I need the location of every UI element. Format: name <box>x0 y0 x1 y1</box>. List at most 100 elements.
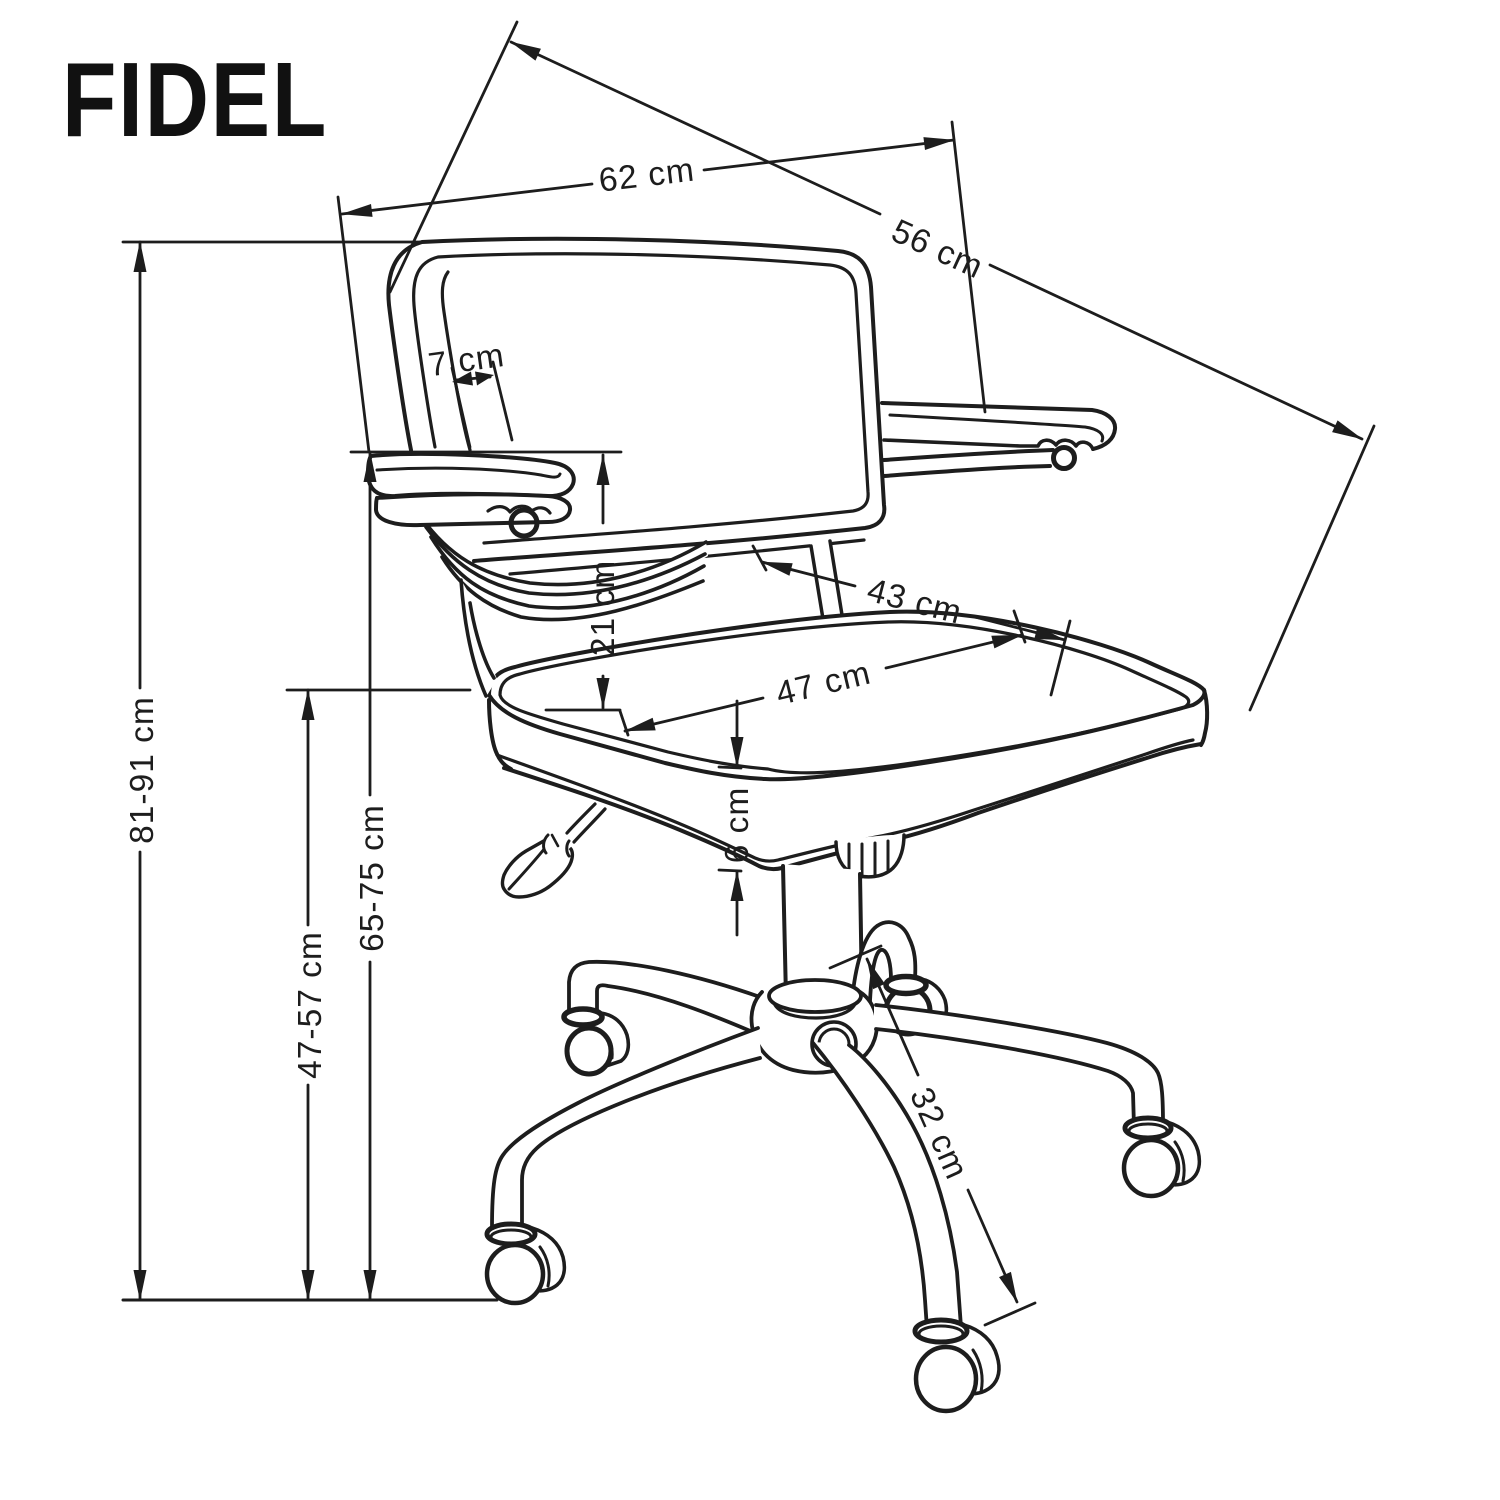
tick-47-right <box>1012 609 1027 644</box>
gas-cylinder-line <box>781 864 788 1000</box>
dim-label-overall-height: 81-91 cm <box>124 696 161 844</box>
seat-line-6 <box>1199 688 1210 747</box>
caster-back-left-line-2 <box>602 1032 614 1060</box>
ext-line-56-left <box>388 20 519 294</box>
base-hub-ring <box>767 978 863 1014</box>
leg-back-left-fill <box>569 961 764 1038</box>
leg-back-left-line <box>567 959 762 1015</box>
right-armrest-line-4 <box>882 464 1052 478</box>
dim-line-56-a <box>509 40 882 216</box>
left-armrest-line-8 <box>375 466 562 479</box>
caster-left-line-3 <box>538 1245 551 1288</box>
caster-left-fill-3 <box>487 1224 535 1244</box>
base-hub-fill-2 <box>769 980 861 1012</box>
leg-front-line <box>811 1041 929 1331</box>
seat-line-2 <box>498 620 1191 775</box>
height-lever-line <box>565 802 597 835</box>
backrest-line-4 <box>508 538 866 576</box>
backrest-line-2 <box>412 252 870 545</box>
seat-line <box>487 609 1207 782</box>
dim-line-43-a <box>760 560 857 588</box>
dim-line-62-a <box>340 182 594 217</box>
right-armrest-fill <box>882 400 1118 451</box>
caster-front-line-2 <box>965 1353 978 1392</box>
seat-line-4 <box>495 738 1195 863</box>
backrest-line <box>386 236 887 563</box>
height-lever-line-7 <box>550 833 560 848</box>
leg-back-right-ring <box>883 973 929 997</box>
caster-left-fill-2 <box>487 1245 543 1303</box>
chair-drawing <box>366 236 1210 1414</box>
height-lever-line-6 <box>565 839 571 858</box>
gas-cylinder <box>781 864 864 1000</box>
right-armrest-line-5 <box>882 438 1095 451</box>
dim-line-47-a <box>623 696 765 733</box>
ext-line-62-right <box>950 120 987 414</box>
caster-right-fill-2 <box>1124 1140 1178 1196</box>
right-armrest-line-2 <box>888 413 1105 443</box>
tick-32-top <box>828 944 883 970</box>
dim-label-armrest-above-seat: 21 cm <box>585 560 622 656</box>
dim-line-56-b <box>988 263 1364 441</box>
seat <box>487 609 1210 879</box>
dim-line-47-b <box>884 633 1024 670</box>
backrest-support-tube-fill <box>810 540 844 626</box>
caster-front-line <box>962 1323 1001 1396</box>
ext-line-7-right <box>491 360 514 442</box>
caster-front-line-3 <box>971 1348 984 1394</box>
tick-43-right <box>1049 619 1072 697</box>
height-lever-line-2 <box>572 807 607 844</box>
caster-right-fill-3 <box>1125 1118 1171 1138</box>
left-armrest-fill-5 <box>376 494 572 526</box>
caster-left-line-2 <box>532 1250 545 1286</box>
left-armrest-line-4 <box>440 555 705 622</box>
leg-back-left-line-2 <box>595 983 764 1038</box>
leg-back-left-fill-2 <box>564 1009 602 1025</box>
leg-back-right <box>850 920 929 1004</box>
dim-line-32-b <box>966 1188 1019 1304</box>
leg-front-line-2 <box>847 1043 963 1329</box>
left-armrest-line-9 <box>374 492 573 528</box>
caster-back-left-line <box>599 1011 631 1069</box>
ext-line-62-left <box>336 195 371 454</box>
leg-left-fill <box>492 1028 762 1232</box>
caster-front-fill-2 <box>916 1347 976 1411</box>
caster-back-left-fill-2 <box>567 1028 611 1074</box>
left-armrest-fill-4 <box>368 453 574 497</box>
left-armrest-line <box>419 515 708 587</box>
dim-line-7 <box>454 375 492 382</box>
seat-line-5 <box>502 742 1203 872</box>
leg-right-fill <box>874 1004 1163 1126</box>
backrest-support-tube-line <box>809 544 826 627</box>
height-lever-line-5 <box>542 833 550 855</box>
caster-right-ring-3 <box>1127 1122 1169 1140</box>
caster-right-line-3 <box>1173 1140 1186 1183</box>
caster-right-line <box>1165 1120 1202 1187</box>
caster-right-line-2 <box>1167 1145 1180 1181</box>
height-lever-line-3 <box>500 836 575 899</box>
dim-label-seat-height: 47-57 cm <box>292 931 329 1079</box>
gas-cylinder-fill <box>782 864 862 998</box>
dim-label-armrest-height: 65-75 cm <box>354 804 391 952</box>
dim-line-43-b <box>973 615 1067 642</box>
seat-line-7 <box>834 833 906 879</box>
height-lever <box>500 802 608 899</box>
caster-left <box>484 1221 567 1306</box>
leg-back-left <box>561 959 764 1038</box>
right-armrest-ring <box>1051 445 1077 471</box>
seat-fill-2 <box>489 611 1205 780</box>
leg-back-left-ring <box>561 1006 605 1028</box>
left-armrest-line-5 <box>459 578 488 698</box>
leg-right-line-2 <box>874 1027 1136 1129</box>
dim-label-backrest-width: 62 cm <box>597 152 697 200</box>
left-armrest <box>366 451 708 698</box>
dim-line-62-b <box>702 137 956 172</box>
right-armrest-line <box>880 401 1118 451</box>
left-armrest-line-6 <box>468 601 496 680</box>
caster-right <box>1121 1115 1203 1199</box>
right-armrest-line-3 <box>882 448 1055 462</box>
caster-left-line <box>530 1226 567 1293</box>
dim-label-cushion-thickness: 6 cm <box>719 787 756 864</box>
